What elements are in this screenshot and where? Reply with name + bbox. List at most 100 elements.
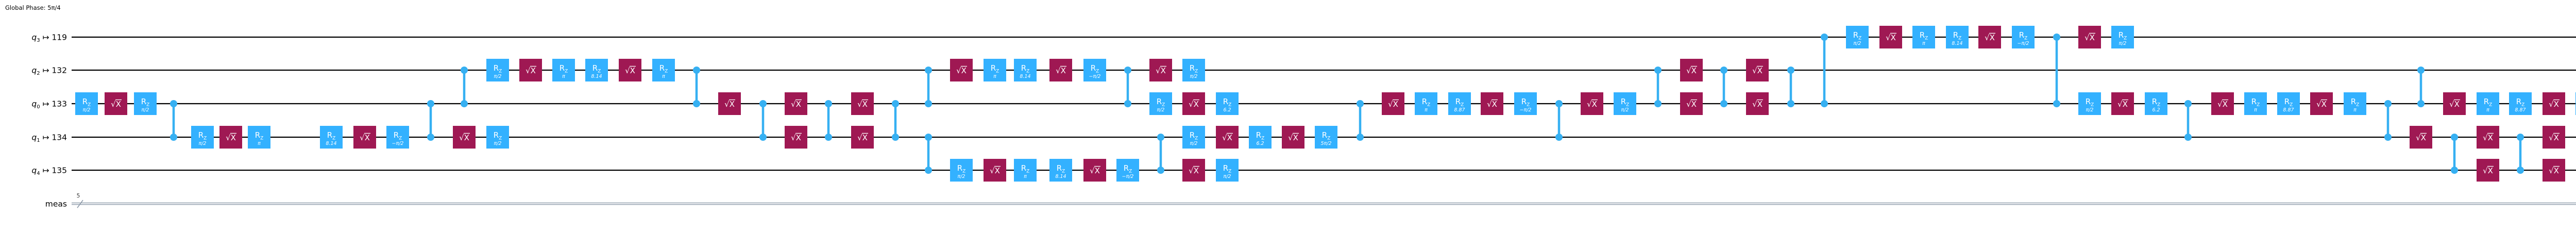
rz-gate-box <box>2012 26 2035 48</box>
rz-angle-label: π <box>1024 174 1027 179</box>
rz-gate: RZπ <box>984 59 1006 81</box>
rz-gate-symbol: RZ <box>494 63 502 74</box>
sqrt-x-gate-box <box>2477 159 2499 182</box>
rz-angle-label: π/2 <box>958 174 965 179</box>
sqrt-x-gate-box <box>2211 92 2234 115</box>
rz-angle-label: −π/2 <box>1089 74 1101 79</box>
sqrt-x-gate-box <box>519 59 542 81</box>
sqrt-x-gate-box <box>2543 92 2565 115</box>
rz-angle-label: π/2 <box>1224 174 1231 179</box>
wire-label-q1: q1 ↦ 134 <box>31 133 67 144</box>
sqrt-x-gate-symbol: √X <box>360 133 370 142</box>
cz-control-dot <box>1157 134 1164 141</box>
sqrt-x-gate-box <box>105 92 127 115</box>
rz-gate-symbol: RZ <box>1256 130 1265 141</box>
sqrt-x-gate-symbol: √X <box>791 133 801 142</box>
rz-gate-box <box>386 126 409 149</box>
sqrt-x-gate-box <box>1282 126 1304 149</box>
rz-gate: RZπ/2 <box>75 92 98 115</box>
sqrt-x-gate-symbol: √X <box>791 100 801 109</box>
rz-angle-label: 8.87 <box>1454 107 1465 113</box>
sqrt-x-gate-symbol: √X <box>226 133 236 142</box>
sqrt-x-gate: √X <box>2310 92 2333 115</box>
rz-gate-symbol: RZ <box>2516 97 2525 108</box>
cz-control-dot <box>825 134 832 141</box>
cz-control-dot <box>2517 134 2524 141</box>
sqrt-x-gate-symbol: √X <box>1156 66 1166 75</box>
rz-gate-box <box>2145 92 2167 115</box>
rz-gate-box <box>2078 92 2101 115</box>
cz-control-dot <box>1555 100 1563 107</box>
rz-gate-symbol: RZ <box>1953 30 1962 41</box>
rz-gate-box <box>1614 92 1636 115</box>
sqrt-x-gate: √X <box>1746 92 1769 115</box>
cz-control-dot <box>1720 67 1727 74</box>
rz-gate-box <box>2344 92 2366 115</box>
sqrt-x-gate-symbol: √X <box>1189 166 1199 175</box>
rz-gate-symbol: RZ <box>1223 97 1232 108</box>
sqrt-x-gate: √X <box>1182 159 1205 182</box>
sqrt-x-gate-symbol: √X <box>857 100 868 109</box>
sqrt-x-gate-symbol: √X <box>1189 100 1199 109</box>
rz-angle-label: π/2 <box>199 141 207 146</box>
rz-gate: RZ−π/2 <box>386 126 409 149</box>
sqrt-x-gate-box <box>785 126 807 149</box>
sqrt-x-gate-symbol: √X <box>1222 133 1232 142</box>
rz-gate-box <box>2477 92 2499 115</box>
cz-gate <box>170 100 177 141</box>
rz-gate-symbol: RZ <box>1322 130 1331 141</box>
rz-gate-symbol: RZ <box>659 63 668 74</box>
sqrt-x-gate-symbol: √X <box>857 133 868 142</box>
cz-gate <box>1157 134 1164 174</box>
rz-gate: RZ6.2 <box>1249 126 1272 149</box>
sqrt-x-gate: √X <box>2211 92 2234 115</box>
sqrt-x-gate-box <box>1746 59 1769 81</box>
cz-control-dot <box>759 100 767 107</box>
rz-gate-symbol: RZ <box>957 163 966 174</box>
sqrt-x-gate-symbol: √X <box>2483 166 2493 175</box>
sqrt-x-gate-symbol: √X <box>1288 133 1298 142</box>
rz-gate: RZπ/2 <box>1846 26 1869 48</box>
wire-label-q0: q0 ↦ 133 <box>31 100 67 110</box>
sqrt-x-gate: √X <box>219 126 242 149</box>
cz-control-dot <box>2053 100 2060 107</box>
cz-gate <box>2517 134 2524 174</box>
cz-control-dot <box>2384 100 2392 107</box>
rz-angle-label: π <box>2486 107 2489 113</box>
rz-gate: RZπ/2 <box>191 126 214 149</box>
sqrt-x-gate-box <box>851 92 874 115</box>
rz-gate-box <box>1415 92 1437 115</box>
cz-control-dot <box>2384 134 2392 141</box>
cz-control-dot <box>1787 100 1794 107</box>
rz-gate-box <box>1448 92 1471 115</box>
sqrt-x-gate-box <box>718 92 741 115</box>
rz-gate-box <box>1083 59 1106 81</box>
cz-control-dot <box>1654 100 1662 107</box>
cz-control-dot <box>461 100 468 107</box>
sqrt-x-gate-symbol: √X <box>1056 66 1066 75</box>
sqrt-x-gate: √X <box>1049 59 1072 81</box>
cz-control-dot <box>2417 67 2425 74</box>
rz-gate: RZ8.14 <box>1946 26 1969 48</box>
rz-angle-label: 8.14 <box>1020 74 1030 79</box>
rz-angle-label: π/2 <box>2119 41 2127 46</box>
rz-gate-symbol: RZ <box>327 130 336 141</box>
rz-gate-box <box>2244 92 2267 115</box>
sqrt-x-gate: √X <box>353 126 376 149</box>
cz-control-dot <box>1124 67 1131 74</box>
rz-gate: RZπ <box>1415 92 1437 115</box>
sqrt-x-gate: √X <box>2543 126 2565 149</box>
rz-angle-label: π/2 <box>1621 107 1629 113</box>
cz-gate <box>925 67 932 107</box>
rz-gate-box <box>75 92 98 115</box>
rz-gate-box <box>1182 59 1205 81</box>
rz-gate: RZ−π/2 <box>2012 26 2035 48</box>
sqrt-x-gate-box <box>353 126 376 149</box>
sqrt-x-gate: √X <box>1746 59 1769 81</box>
sqrt-x-gate-symbol: √X <box>1752 100 1762 109</box>
rz-gate: RZπ/2 <box>486 126 509 149</box>
cz-control-dot <box>1821 100 1828 107</box>
rz-gate-box <box>2509 92 2532 115</box>
rz-gate-symbol: RZ <box>1057 163 1065 174</box>
rz-gate-box <box>320 126 343 149</box>
